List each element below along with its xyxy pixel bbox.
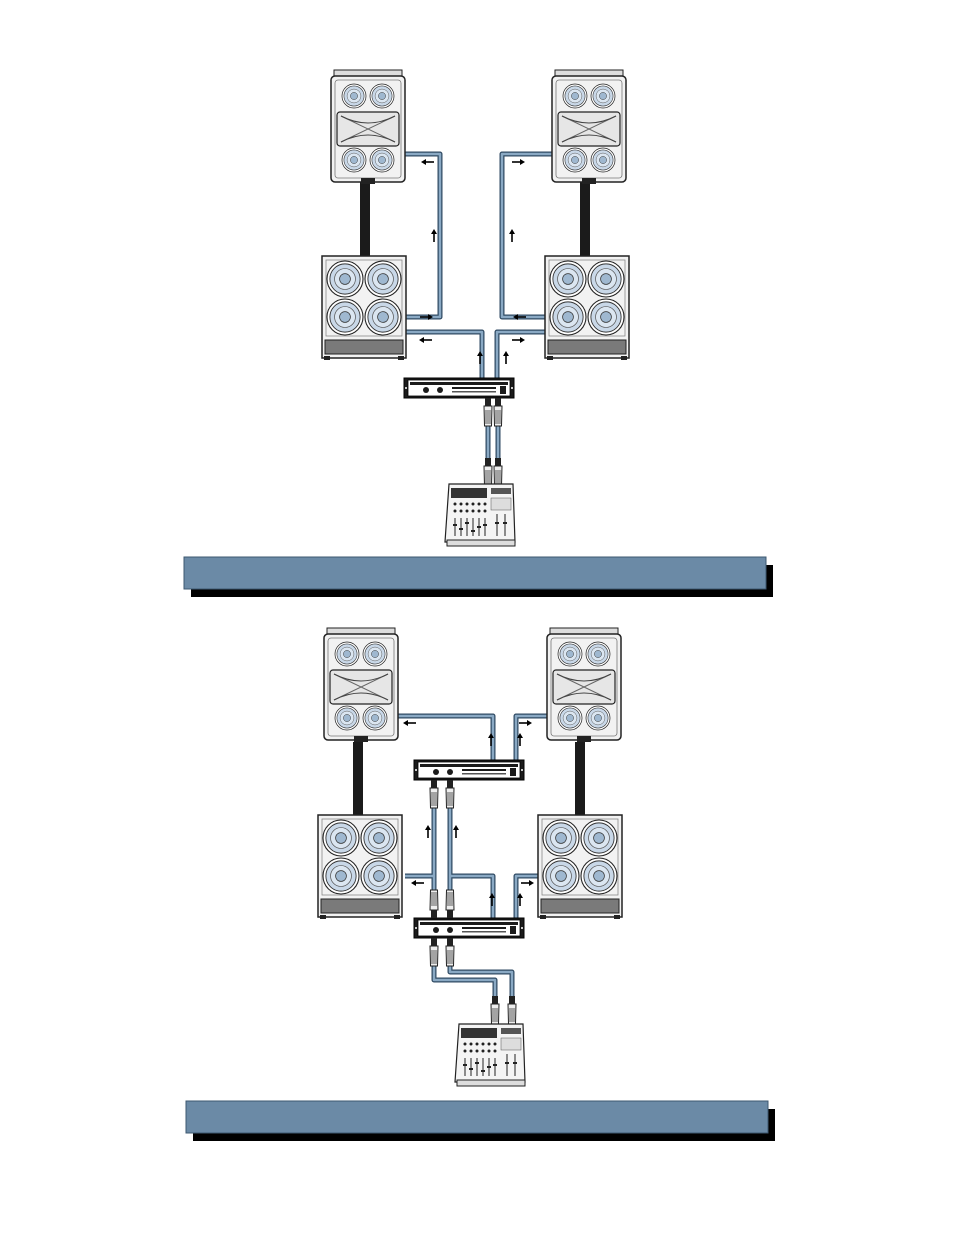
signal-arrow-icon (521, 880, 534, 886)
xlr-plug-icon (491, 996, 499, 1024)
signal-arrow-icon (509, 229, 515, 242)
figure-2-banner (186, 1101, 775, 1141)
cable-group-1 (405, 154, 552, 462)
power-amplifier-subs (414, 918, 524, 938)
subwoofer-right (545, 256, 629, 360)
xlr-plug-icon (484, 398, 492, 426)
signal-arrow-icon (431, 229, 437, 242)
signal-arrow-icon (421, 159, 434, 165)
speaker-pole-left (360, 182, 370, 256)
signal-arrow-icon (425, 825, 431, 838)
signal-arrow-icon (512, 159, 525, 165)
power-amplifier (404, 378, 514, 398)
figure-2 (186, 628, 775, 1141)
subwoofer-left (322, 256, 406, 360)
signal-arrow-icon (403, 720, 416, 726)
signal-arrow-icon (503, 351, 509, 364)
signal-arrow-icon (419, 337, 432, 343)
figure-1-banner (184, 557, 773, 597)
xlr-plug-icon (494, 458, 502, 486)
xlr-plug-icon (494, 398, 502, 426)
mixer (445, 484, 515, 546)
xlr-plug-icon (430, 890, 438, 918)
xlr-plug-icon (446, 890, 454, 918)
top-speaker-left (331, 70, 405, 184)
subwoofer-left (318, 815, 402, 919)
speaker-pole-right (575, 742, 585, 816)
xlr-plug-icon (430, 938, 438, 966)
subwoofer-right (538, 815, 622, 919)
xlr-plug-icon (430, 780, 438, 808)
top-speaker-left (324, 628, 398, 742)
xlr-plug-icon (484, 458, 492, 486)
mixer (455, 1024, 525, 1086)
speaker-pole-right (580, 182, 590, 256)
signal-arrow-icon (519, 720, 532, 726)
xlr-plug-icon (446, 938, 454, 966)
xlr-plug-icon (508, 996, 516, 1024)
top-speaker-right (552, 70, 626, 184)
top-speaker-right (547, 628, 621, 742)
figure-1 (184, 70, 773, 597)
signal-arrow-icon (411, 880, 424, 886)
signal-arrow-icon (512, 337, 525, 343)
power-amplifier-tops (414, 760, 524, 780)
xlr-plug-icon (446, 780, 454, 808)
signal-arrow-icon (453, 825, 459, 838)
speaker-pole-left (353, 742, 363, 816)
